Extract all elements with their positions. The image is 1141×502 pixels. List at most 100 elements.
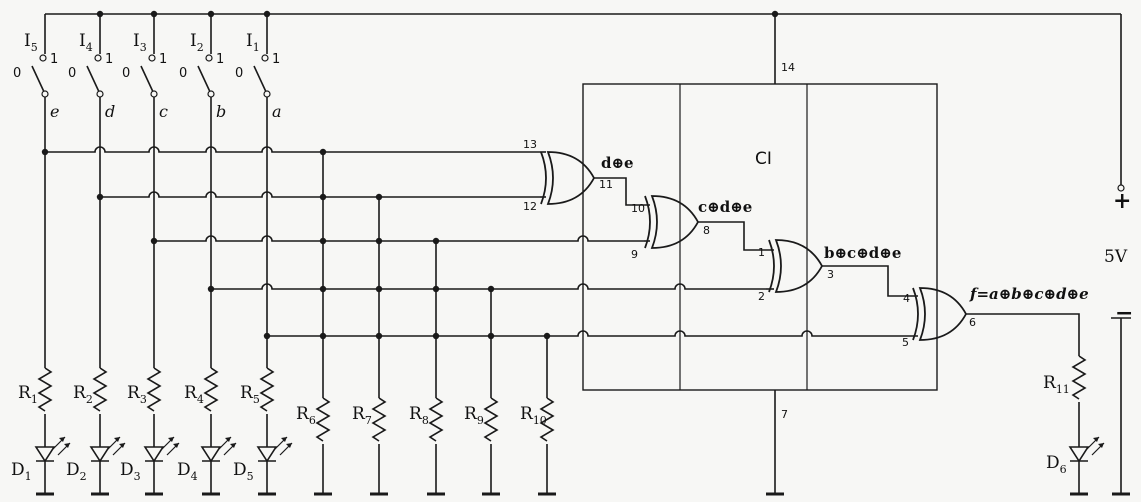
xor-gate-1 — [540, 151, 595, 205]
gate2-to-gate3 — [698, 221, 774, 251]
switch-off-label: 0 — [235, 66, 243, 81]
pulldown-resistor — [429, 397, 443, 442]
pulldown-resistor-label: R8 — [409, 404, 429, 427]
pulldown-cross-dot — [319, 193, 327, 201]
junction-dot — [150, 10, 158, 18]
ic-package — [582, 83, 938, 391]
switch-label: I2 — [190, 31, 204, 54]
input-led-label: D5 — [233, 460, 254, 483]
pulldown-cross-dot — [375, 332, 383, 340]
pulldown-cross-dot — [319, 237, 327, 245]
output-wire — [966, 313, 1080, 356]
pulldown-resistor — [372, 397, 386, 442]
xor-gate-4 — [912, 287, 967, 341]
junction-dot — [771, 10, 779, 18]
supply-minus: − — [1115, 300, 1133, 326]
switch-on-label: 1 — [159, 52, 167, 67]
output-resistor-label: R11 — [1043, 373, 1070, 396]
xor-gate-2 — [644, 195, 699, 249]
pulldown-junction — [487, 285, 495, 293]
input-led-label: D1 — [11, 460, 32, 483]
signal-label: a — [272, 102, 282, 121]
supply-plus: + — [1113, 188, 1131, 214]
switch-on-label: 1 — [50, 52, 58, 67]
gate4-pin-in-b: 5 — [902, 336, 909, 349]
input-resistor — [38, 367, 52, 412]
switch-common — [41, 90, 49, 98]
switch-label: I3 — [133, 31, 147, 54]
switch-on-label: 1 — [105, 52, 113, 67]
pulldown-resistor-label: R7 — [352, 404, 372, 427]
switch-common — [207, 90, 215, 98]
switch-common — [150, 90, 158, 98]
switch-contact-1 — [205, 54, 213, 62]
pulldown-resistor-label: R6 — [296, 404, 316, 427]
pulldown-junction — [432, 237, 440, 245]
gate3-pin-in-b: 2 — [758, 290, 765, 303]
switch-blade — [197, 65, 212, 95]
input-led — [257, 436, 293, 462]
pulldown-cross-dot — [432, 332, 440, 340]
output-led-label: D6 — [1046, 453, 1067, 476]
gate3-to-gate4 — [822, 265, 918, 297]
input-resistor-label: R4 — [184, 383, 204, 406]
junction-dot — [41, 148, 49, 156]
pulldown-resistor — [484, 397, 498, 442]
input-bus-c — [154, 235, 644, 242]
input-led-label: D3 — [120, 460, 141, 483]
switch-label: I1 — [246, 31, 260, 54]
switch-contact-1 — [148, 54, 156, 62]
supply-terminal-plus — [1117, 184, 1125, 192]
junction-dot — [150, 237, 158, 245]
input-resistor-label: R2 — [73, 383, 93, 406]
junction-dot — [263, 10, 271, 18]
switch-off-label: 0 — [13, 66, 21, 81]
gate2-pin-out: 8 — [703, 224, 710, 237]
input-led — [201, 436, 237, 462]
pulldown-resistor — [316, 397, 330, 442]
signal-label: b — [216, 102, 226, 121]
gate2-pin-in-b: 9 — [631, 248, 638, 261]
switch-label: I5 — [24, 31, 38, 54]
gate1-pin-in-b: 12 — [523, 200, 537, 213]
junction-dot — [96, 10, 104, 18]
gate1-to-gate2 — [594, 177, 650, 206]
switch-contact-1 — [94, 54, 102, 62]
input-bus-d — [100, 191, 540, 198]
switch-blade — [253, 65, 268, 95]
pulldown-cross-dot — [487, 332, 495, 340]
pulldown-resistor-label: R10 — [520, 404, 547, 427]
gate4-pin-out: 6 — [969, 316, 976, 329]
signal-label: e — [50, 102, 59, 121]
junction-dot — [207, 10, 215, 18]
junction-dot — [207, 285, 215, 293]
input-resistor-label: R3 — [127, 383, 147, 406]
switch-blade — [86, 65, 101, 95]
switch-contact-1 — [261, 54, 269, 62]
gate3-pin-in-a: 1 — [758, 246, 765, 259]
pulldown-cross-dot — [375, 285, 383, 293]
gate4-expr: f=a⊕b⊕c⊕d⊕e — [969, 285, 1089, 303]
gate3-pin-out: 3 — [827, 268, 834, 281]
pulldown-cross-dot — [375, 237, 383, 245]
pulldown-junction — [319, 148, 327, 156]
wiring — [31, 13, 1131, 494]
switch-off-label: 0 — [68, 66, 76, 81]
switch-common — [96, 90, 104, 98]
input-resistor — [260, 367, 274, 412]
supply-voltage: 5V — [1104, 247, 1128, 267]
input-resistor-label: R1 — [18, 383, 38, 406]
switch-label: I4 — [79, 31, 93, 54]
pulldown-cross-dot — [319, 285, 327, 293]
input-led — [35, 436, 71, 462]
gate1-expr: d⊕e — [601, 154, 634, 172]
input-led — [144, 436, 180, 462]
switch-blade — [140, 65, 155, 95]
pulldown-cross-dot — [432, 285, 440, 293]
xor-gate-3 — [768, 239, 823, 293]
gate4-pin-in-a: 4 — [903, 292, 910, 305]
input-led — [90, 436, 126, 462]
input-resistor — [147, 367, 161, 412]
